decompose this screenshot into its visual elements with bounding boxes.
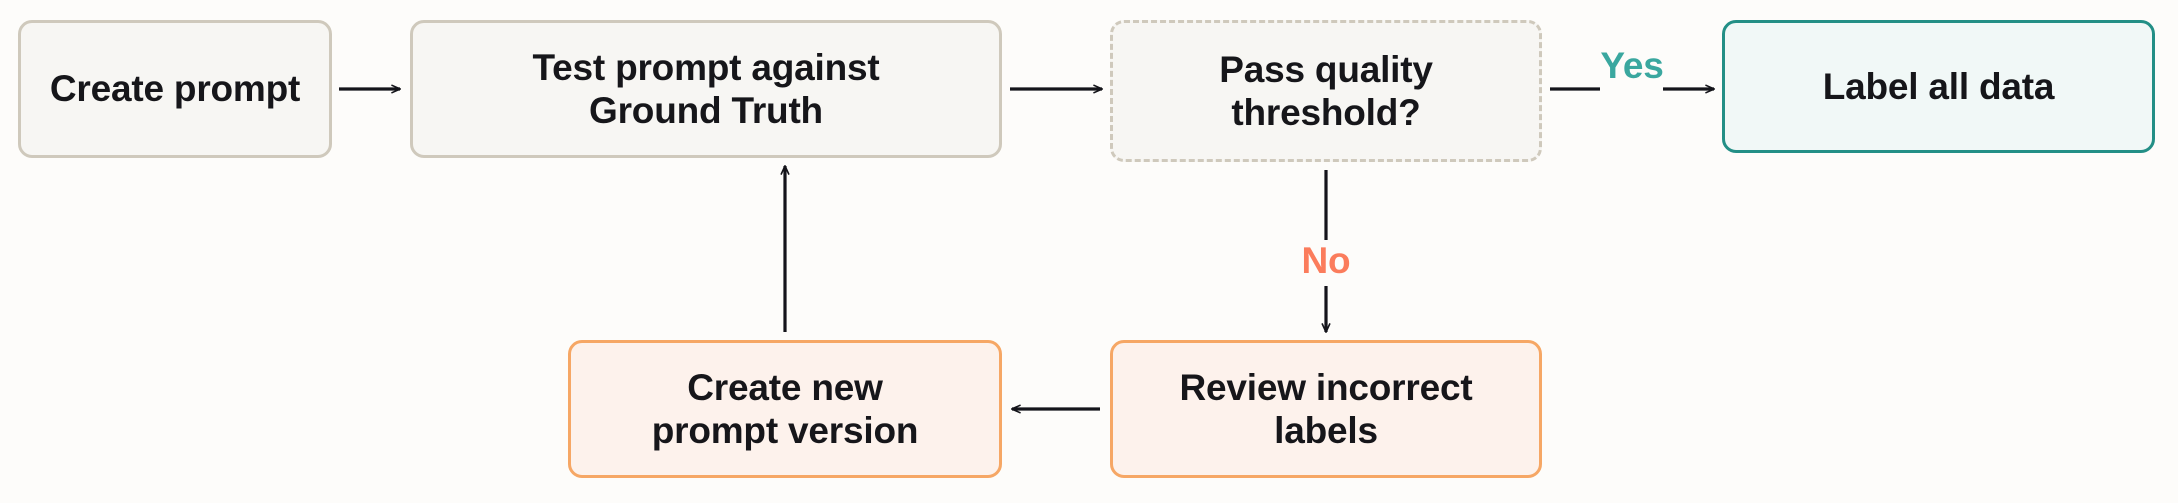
node-label-all-data-label: Label all data [1822,65,2055,107]
node-test-prompt[interactable]: Test prompt against Ground Truth [410,20,1002,158]
node-pass-quality-label-line1: Pass quality [1219,48,1433,90]
node-test-prompt-label: Test prompt against Ground Truth [532,46,879,133]
node-create-prompt[interactable]: Create prompt [18,20,332,158]
node-label-all-data[interactable]: Label all data [1722,20,2155,153]
node-test-prompt-label-line2: Ground Truth [589,90,823,131]
edge-label-no: No [1301,240,1351,281]
edge-label-yes: Yes [1600,45,1664,86]
node-pass-quality-threshold[interactable]: Pass quality threshold? [1110,20,1542,162]
node-create-new-prompt-version[interactable]: Create new prompt version [568,340,1002,478]
node-test-prompt-label-line1: Test prompt against [532,46,880,88]
node-create-prompt-label: Create prompt [49,68,301,110]
node-review-incorrect-label-line1: Review incorrect [1179,366,1473,408]
node-pass-quality-threshold-label: Pass quality threshold? [1219,48,1433,135]
node-create-new-version-label-line2: prompt version [651,410,919,451]
node-review-incorrect-labels-label: Review incorrect labels [1180,366,1473,453]
node-create-new-prompt-version-label: Create new prompt version [652,366,919,453]
node-create-new-version-label-line1: Create new [687,366,883,408]
node-review-incorrect-label-line2: labels [1274,410,1378,451]
node-review-incorrect-labels[interactable]: Review incorrect labels [1110,340,1542,478]
node-pass-quality-label-line2: threshold? [1231,92,1421,133]
